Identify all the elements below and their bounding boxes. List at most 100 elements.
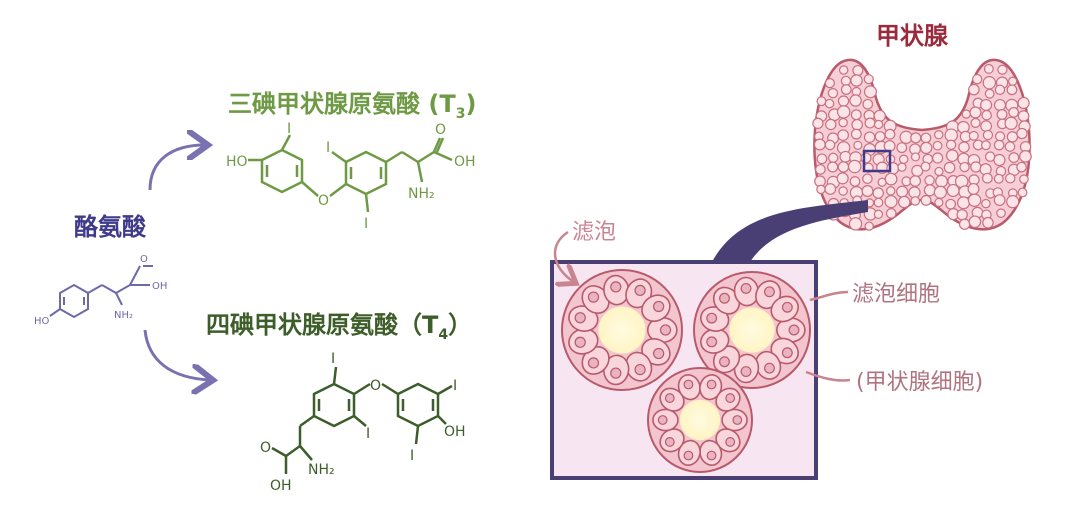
t4-oh: OH: [270, 478, 292, 494]
thyroid-cell-texture: [993, 139, 1005, 151]
thyroid-cell-texture: [863, 74, 874, 85]
thyroid-cell-texture: [873, 197, 884, 208]
thyroid-cell-texture: [862, 173, 873, 185]
thyroid-cell-texture: [897, 162, 907, 172]
t4-label: 四碘甲状腺原氨酸（T4）: [206, 305, 472, 343]
thyroid-cell-texture: [996, 208, 1006, 218]
cell-nucleus: [657, 415, 668, 425]
thyroid-cell-texture: [838, 186, 848, 196]
tyrosine-oh: OH: [152, 281, 167, 292]
thyroid-cell-texture: [946, 183, 960, 198]
thyroid-cell-texture: [896, 185, 909, 198]
thyroid-cell-texture: [824, 183, 837, 195]
colloid: [729, 307, 775, 353]
cell-nucleus: [719, 292, 730, 304]
thyroid-cell-texture: [862, 98, 874, 110]
thyroid-cell-texture: [1006, 131, 1019, 143]
t3-oh: OH: [454, 154, 476, 170]
thyroid-cell-texture: [982, 76, 997, 90]
cell-nucleus: [706, 336, 718, 348]
thyroid-cell-texture: [968, 215, 982, 229]
arrow-to-t4: [143, 329, 210, 380]
cell-nucleus: [719, 356, 730, 368]
t3-i-3: I: [364, 216, 368, 232]
thyroid-cell-texture: [872, 187, 885, 199]
t4-o: O: [260, 440, 271, 456]
thyroid-cell-texture: [970, 117, 981, 128]
thyroid-cell-texture: [932, 152, 944, 164]
cell-nucleus: [706, 312, 718, 324]
thyroid-cell-texture: [984, 88, 995, 99]
follicle: [647, 367, 753, 473]
thyroid-cell-texture: [967, 193, 982, 207]
thyroid-cell-texture: [827, 161, 839, 173]
thyroid-cell-texture: [910, 196, 921, 206]
thyroid-cell-texture: [981, 109, 992, 121]
follicle: [561, 269, 683, 391]
thyroid-cell-texture: [864, 117, 876, 129]
thyroid-cell-texture: [839, 150, 852, 163]
follicle: [693, 271, 811, 389]
thyroid-cell-pointer: [805, 370, 851, 382]
thyroid-cell-texture: [980, 98, 993, 112]
thyroid-cell-texture: [885, 208, 897, 219]
thyroid-cell-texture: [934, 166, 944, 177]
t4-structure: [271, 366, 453, 474]
thyroid-cell-texture: [816, 96, 827, 107]
t4-i-1: I: [331, 351, 335, 367]
t3-subscript: 3: [455, 105, 466, 122]
thyroid-cell-texture: [981, 172, 993, 184]
t3-i-2: I: [326, 140, 330, 156]
follicle-group: [561, 269, 811, 473]
thyroid-cell-texture: [849, 176, 861, 187]
thyroid-cell-texture: [910, 152, 921, 162]
t3-name: 三碘甲状腺原氨酸 (T: [228, 90, 456, 118]
thyroid-cell-texture: [961, 109, 971, 119]
tyrosine-label: 酪氨酸: [74, 213, 146, 241]
cell-nucleus: [574, 336, 586, 348]
t3-close: ): [465, 90, 477, 118]
thyroid-cell-texture: [935, 174, 948, 188]
t4-o-bridge: O: [370, 378, 381, 394]
t4-i-2: I: [366, 426, 370, 442]
thyroid-gland: [812, 58, 1032, 231]
thyroid-cell-texture: [840, 84, 852, 95]
thyroid-cell-texture: [847, 159, 862, 174]
thyroid-cell-texture: [959, 161, 970, 173]
cell-nucleus: [763, 362, 775, 374]
t4-i-3: I: [453, 378, 457, 394]
t3-structure: [248, 134, 453, 213]
thyroid-cell-texture: [924, 175, 935, 186]
thyroid-cell-texture: [982, 129, 994, 141]
thyroid-cell-texture: [958, 218, 971, 230]
t3-ho: HO: [226, 154, 248, 170]
cell-nucleus: [610, 367, 622, 379]
thyroid-cell-texture: [983, 63, 994, 74]
colloid: [679, 399, 721, 441]
follicular-cell-label: 滤泡细胞: [852, 282, 941, 307]
thyroid-cell-texture: [956, 196, 971, 210]
thyroid-cell-texture: [933, 185, 947, 199]
thyroid-cell-texture: [828, 152, 839, 163]
thyroid-cell-texture: [815, 164, 826, 175]
thyroid-cell-texture: [837, 161, 850, 173]
thyroid-cell-texture: [972, 73, 983, 85]
cell-nucleus: [634, 363, 646, 376]
cell-nucleus: [634, 284, 646, 297]
thyroid-cell-texture: [884, 128, 896, 140]
thyroid-cell-texture: [1004, 116, 1018, 130]
arrow-to-t3: [148, 145, 205, 191]
thyroid-cell-texture: [1017, 96, 1030, 110]
thyroid-cell-texture: [1006, 84, 1018, 96]
tyrosine-structure: [49, 265, 153, 319]
tyrosine-nh2: NH₂: [114, 310, 133, 321]
thyroid-cell-texture: [981, 198, 991, 209]
thyroid-cell-texture: [943, 161, 956, 174]
thyroid-cell-texture: [996, 109, 1008, 120]
t4-oh-ring: OH: [444, 424, 466, 440]
thyroid-cell-texture: [993, 194, 1006, 206]
thyroid-cell-texture: [969, 106, 982, 119]
thyroid-cell-texture: [1008, 107, 1020, 118]
thyroid-cell-texture: [1017, 187, 1028, 198]
thyroid-cell-texture: [863, 85, 877, 99]
